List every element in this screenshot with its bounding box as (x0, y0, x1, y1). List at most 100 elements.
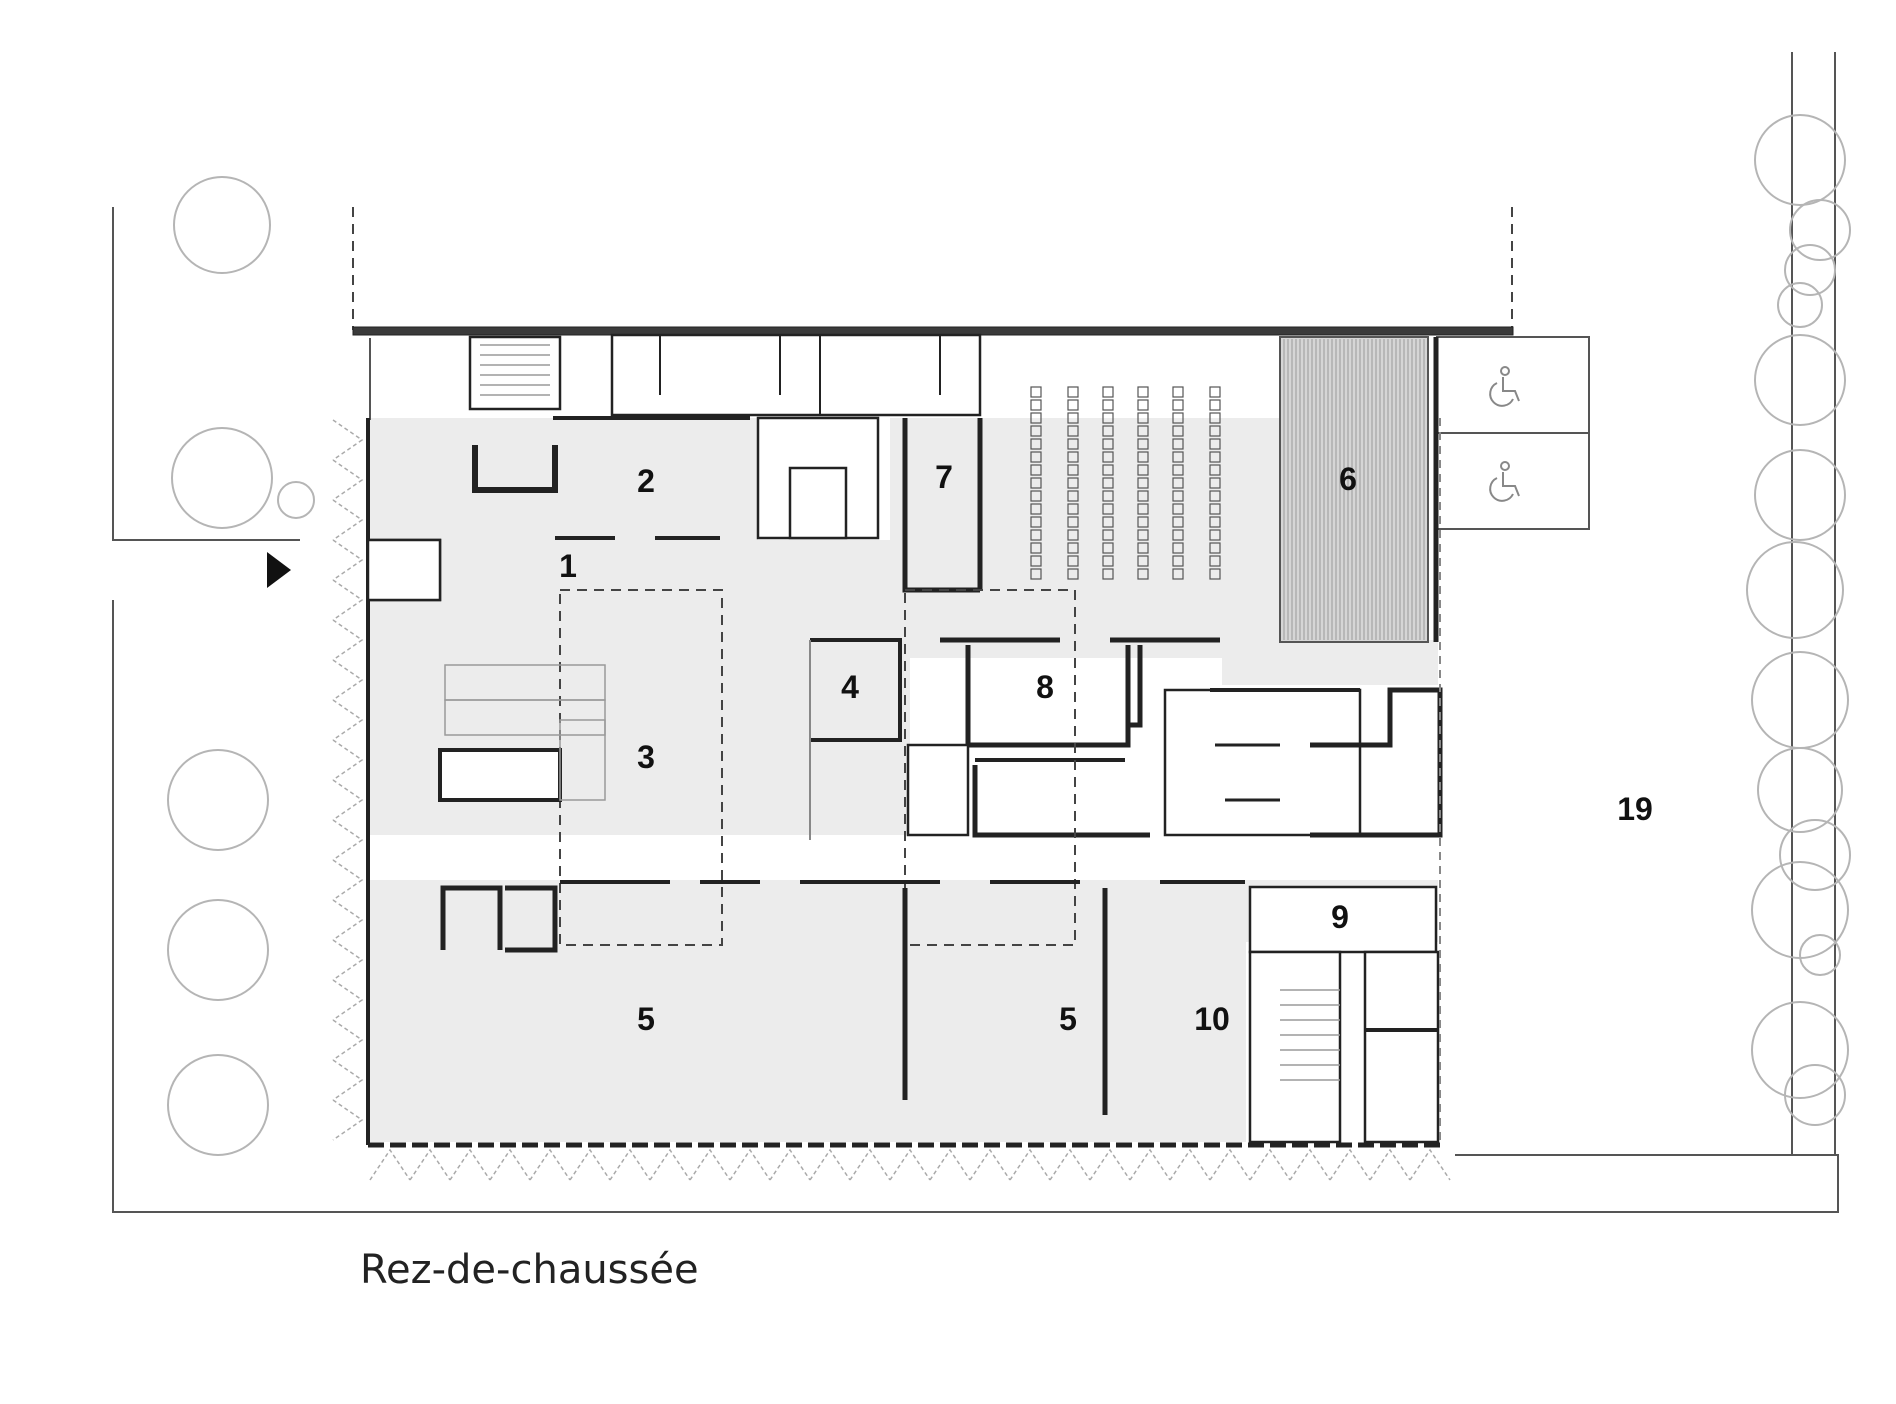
room-label-19: 19 (1617, 791, 1653, 827)
seat (1030, 464, 1042, 476)
seat (1137, 451, 1149, 463)
seat (1137, 477, 1149, 489)
seat (1137, 386, 1149, 398)
seat (1102, 399, 1114, 411)
seat (1172, 438, 1184, 450)
seat (1172, 464, 1184, 476)
room-label-6: 6 (1339, 461, 1357, 497)
stair-south (1280, 989, 1340, 1081)
seat (1067, 477, 1079, 489)
room-label-8: 8 (1036, 669, 1054, 705)
room-label-2: 2 (637, 463, 655, 499)
seat (1209, 386, 1221, 398)
seat (1137, 425, 1149, 437)
seat (1067, 425, 1079, 437)
room-3-area (438, 589, 1076, 946)
seat (1067, 451, 1079, 463)
seat (1172, 386, 1184, 398)
seat (1067, 386, 1079, 398)
seat (1030, 412, 1042, 424)
seat (1172, 477, 1184, 489)
seat (1172, 529, 1184, 541)
seat (1102, 542, 1114, 554)
seat (1102, 490, 1114, 502)
seat (1209, 438, 1221, 450)
seat (1209, 490, 1221, 502)
seat (1137, 399, 1149, 411)
seat (1102, 503, 1114, 515)
seat (1030, 529, 1042, 541)
drawing-title: Rez-de-chaussée (360, 1247, 699, 1293)
seat (1172, 542, 1184, 554)
seat (1030, 386, 1042, 398)
seat (1172, 399, 1184, 411)
seat (1209, 464, 1221, 476)
seat (1137, 490, 1149, 502)
seat (1030, 438, 1042, 450)
seat (1102, 529, 1114, 541)
seat (1209, 568, 1221, 580)
central-rooms (809, 637, 1443, 840)
seat (1209, 503, 1221, 515)
seat (1137, 412, 1149, 424)
auditorium-seating (1030, 386, 1221, 580)
seat (1067, 568, 1079, 580)
seat (1102, 386, 1114, 398)
exterior-walls (332, 418, 1451, 1181)
room-label-10: 10 (1194, 1001, 1230, 1037)
seat (1209, 555, 1221, 567)
seat (1102, 568, 1114, 580)
seat (1209, 399, 1221, 411)
seat (1137, 542, 1149, 554)
seat (1030, 399, 1042, 411)
seat (1209, 542, 1221, 554)
room-labels: 1 2 3 4 5 5 6 7 8 9 10 19 (559, 459, 1653, 1037)
seat (1172, 412, 1184, 424)
seat (1209, 477, 1221, 489)
seat (1030, 555, 1042, 567)
accessible-parking (1436, 336, 1590, 530)
seat (1067, 542, 1079, 554)
room-label-4: 4 (841, 669, 859, 705)
seat (1067, 464, 1079, 476)
seat (1030, 451, 1042, 463)
seat (1209, 529, 1221, 541)
seat (1102, 412, 1114, 424)
seat (1102, 451, 1114, 463)
seat (1067, 399, 1079, 411)
seat (1102, 477, 1114, 489)
seat (1137, 438, 1149, 450)
seat (1030, 503, 1042, 515)
seat (1209, 425, 1221, 437)
seat (1067, 490, 1079, 502)
seat (1172, 490, 1184, 502)
room-label-5-east: 5 (1059, 1001, 1077, 1037)
seat (1102, 555, 1114, 567)
seat (1137, 568, 1149, 580)
seat (1172, 568, 1184, 580)
seat (1209, 516, 1221, 528)
seat (1067, 516, 1079, 528)
seat (1067, 555, 1079, 567)
seat (1030, 490, 1042, 502)
room-label-7: 7 (935, 459, 953, 495)
entrance-arrow-icon (267, 552, 291, 588)
seat (1030, 477, 1042, 489)
seat (1067, 529, 1079, 541)
room-label-5-west: 5 (637, 1001, 655, 1037)
wheelchair-icon (1489, 366, 1520, 407)
room-label-1: 1 (559, 548, 577, 584)
corridor-walls (440, 880, 1245, 1115)
seat (1172, 555, 1184, 567)
service-core (1248, 885, 1440, 1144)
seat (1067, 438, 1079, 450)
seat (1067, 503, 1079, 515)
seat (1030, 568, 1042, 580)
seat (1137, 503, 1149, 515)
seat (1102, 516, 1114, 528)
room-6-stage (1279, 336, 1439, 643)
stair-north (480, 344, 550, 396)
room-label-9: 9 (1331, 899, 1349, 935)
entrance (267, 538, 442, 602)
